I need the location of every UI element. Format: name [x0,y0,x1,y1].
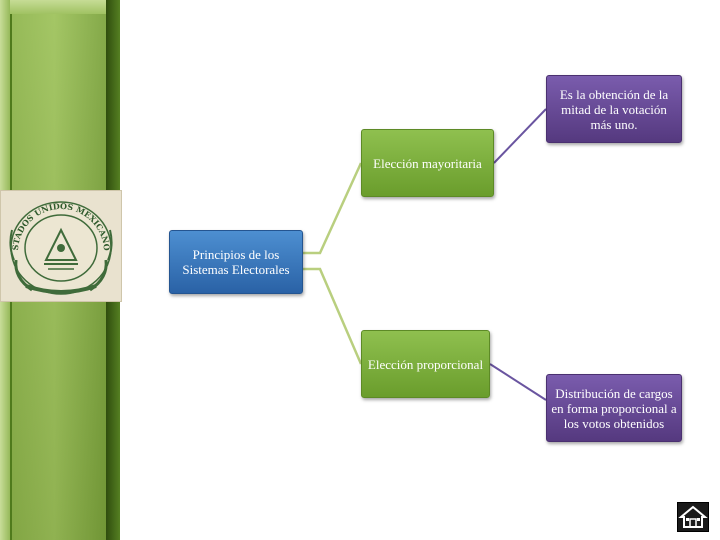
seal-icon: ESTADOS UNIDOS MEXICANOS [0,190,113,295]
node-mayoritaria-label: Elección mayoritaria [373,155,482,171]
node-definition-proporcional: Distribución de cargos en forma proporci… [546,374,682,442]
definition-proporcional-text: Distribución de cargos en forma proporci… [551,385,677,431]
home-button[interactable] [677,502,709,532]
panel-bevel-top [0,0,120,14]
node-root: Principios de los Sistemas Electorales [169,230,303,294]
connector-root-mayor [303,162,363,255]
node-eleccion-proporcional: Elección proporcional [361,330,490,398]
node-root-label: Principios de los Sistemas Electorales [182,247,290,277]
node-eleccion-mayoritaria: Elección mayoritaria [361,129,494,197]
definition-mayoritaria-text: Es la obtención de la mitad de la votaci… [559,86,669,132]
emblem: ESTADOS UNIDOS MEXICANOS [0,190,122,302]
connector-prop-def2 [489,363,547,401]
node-definition-mayoritaria: Es la obtención de la mitad de la votaci… [546,75,682,143]
connector-mayor-def1 [493,108,547,164]
node-proporcional-label: Elección proporcional [367,356,484,372]
home-icon [678,505,708,528]
connector-root-prop [303,267,363,365]
